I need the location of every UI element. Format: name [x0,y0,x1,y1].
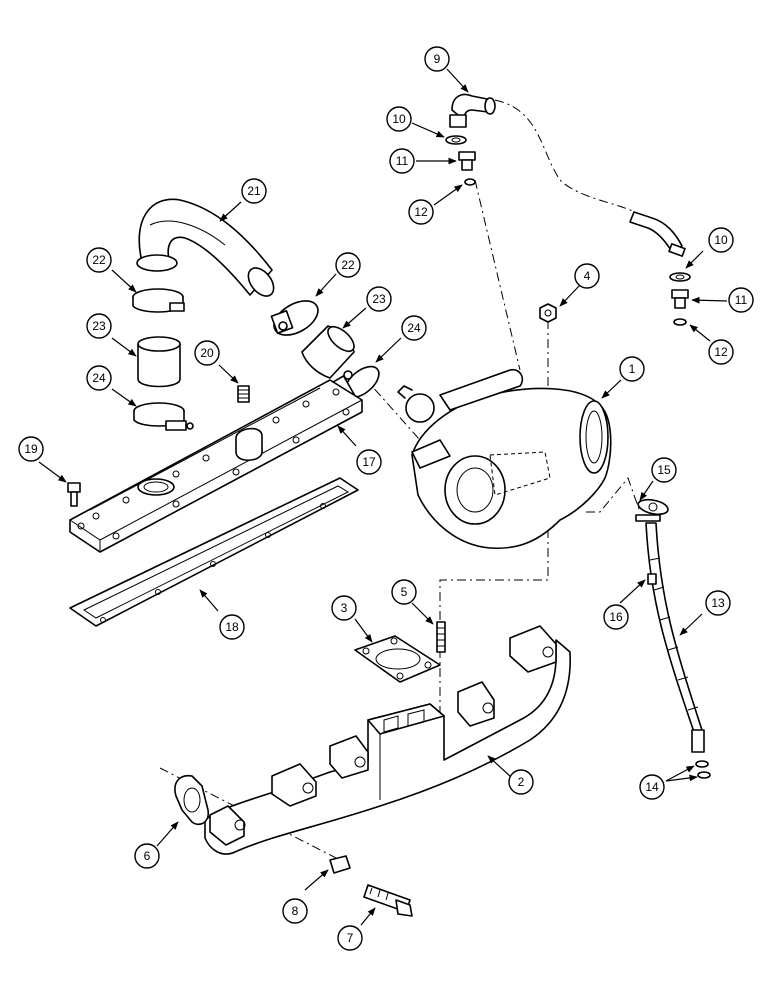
o-rings-drain [695,760,711,779]
turbocharger [397,368,612,550]
oil-supply-line [449,93,686,257]
callout-3: 3 [331,595,357,621]
callout-6: 6 [134,843,160,869]
callout-1: 1 [619,356,645,382]
callout-22-right: 22 [335,252,361,278]
callout-label: 15 [657,463,671,477]
o-ring-right [673,318,687,326]
pipe-plug [237,385,250,403]
callout-5: 5 [391,579,417,605]
callout-label: 12 [714,345,728,359]
callout-7: 7 [337,925,363,951]
callout-4: 4 [574,263,600,289]
callout-label: 20 [200,346,214,360]
callout-label: 18 [225,620,239,634]
callout-13: 13 [705,590,731,616]
callout-11-upper: 11 [389,148,415,174]
callout-14: 14 [639,774,665,800]
callout-label: 9 [434,52,441,66]
callout-label: 4 [584,269,591,283]
callout-16: 16 [603,604,629,630]
callout-label: 5 [401,585,408,599]
callout-label: 23 [92,319,106,333]
callout-label: 12 [414,205,428,219]
hose-coupler-left [137,336,181,388]
oil-drain-line [635,514,705,753]
adapter-fitting-right [671,289,689,309]
callout-24-left: 24 [86,365,112,391]
callout-23-right: 23 [366,286,392,312]
drain-gasket [637,498,669,516]
air-intake-tube [136,198,275,297]
callout-11-right: 11 [728,287,754,313]
callout-12-upper: 12 [408,199,434,225]
callout-9: 9 [424,46,450,72]
exhaust-manifold [204,625,571,855]
callout-label: 19 [24,442,38,456]
callout-label: 7 [347,931,354,945]
intake-gasket [69,477,359,627]
hose-clamp-left [132,288,185,313]
callout-label: 21 [247,184,261,198]
callout-label: 11 [735,293,748,307]
callout-label: 6 [144,849,151,863]
callout-label: 3 [341,601,348,615]
callout-19: 19 [18,436,44,462]
callout-label: 1 [629,362,636,376]
manifold-capscrew [363,884,413,917]
callout-label: 22 [341,258,355,272]
callout-label: 24 [92,371,106,385]
callout-label: 16 [609,610,623,624]
callout-label: 8 [292,904,299,918]
callout-23-left: 23 [86,313,112,339]
turbo-mounting-gasket [354,635,441,683]
callout-18: 18 [219,614,245,640]
callout-label: 22 [92,253,106,267]
drain-clip [647,573,657,585]
intake-manifold-cover [69,379,363,553]
callout-2: 2 [508,769,534,795]
mounting-stud [436,621,446,653]
callout-label: 11 [396,154,409,168]
callout-label: 23 [372,292,386,306]
hose-coupler-right [301,325,355,379]
callout-22-left: 22 [86,247,112,273]
callout-label: 24 [407,321,421,335]
tbolt-clamp-left [133,402,194,431]
callout-15: 15 [651,457,677,483]
callout-label: 17 [362,455,376,469]
callout-12-right: 12 [708,339,734,365]
callout-label: 2 [518,775,525,789]
capscrew [67,482,81,507]
callout-label: 10 [392,112,406,126]
spacer [329,855,351,874]
callout-10-upper: 10 [386,106,412,132]
callout-24-right: 24 [401,315,427,341]
callout-8: 8 [282,898,308,924]
sealing-washer-upper [445,135,467,145]
o-ring-upper [464,178,476,186]
callout-10-right: 10 [708,227,734,253]
leader-lines [38,68,728,926]
callout-20: 20 [194,340,220,366]
hose-clamp-right [270,300,319,336]
callout-label: 13 [711,596,725,610]
callout-label: 14 [645,780,659,794]
callout-17: 17 [356,449,382,475]
exhaust-port-gasket [174,774,210,826]
sealing-washer-right [669,272,691,282]
callout-label: 10 [714,233,728,247]
adapter-fitting-upper [458,151,476,171]
hex-nut [539,303,557,323]
callout-21: 21 [241,178,267,204]
